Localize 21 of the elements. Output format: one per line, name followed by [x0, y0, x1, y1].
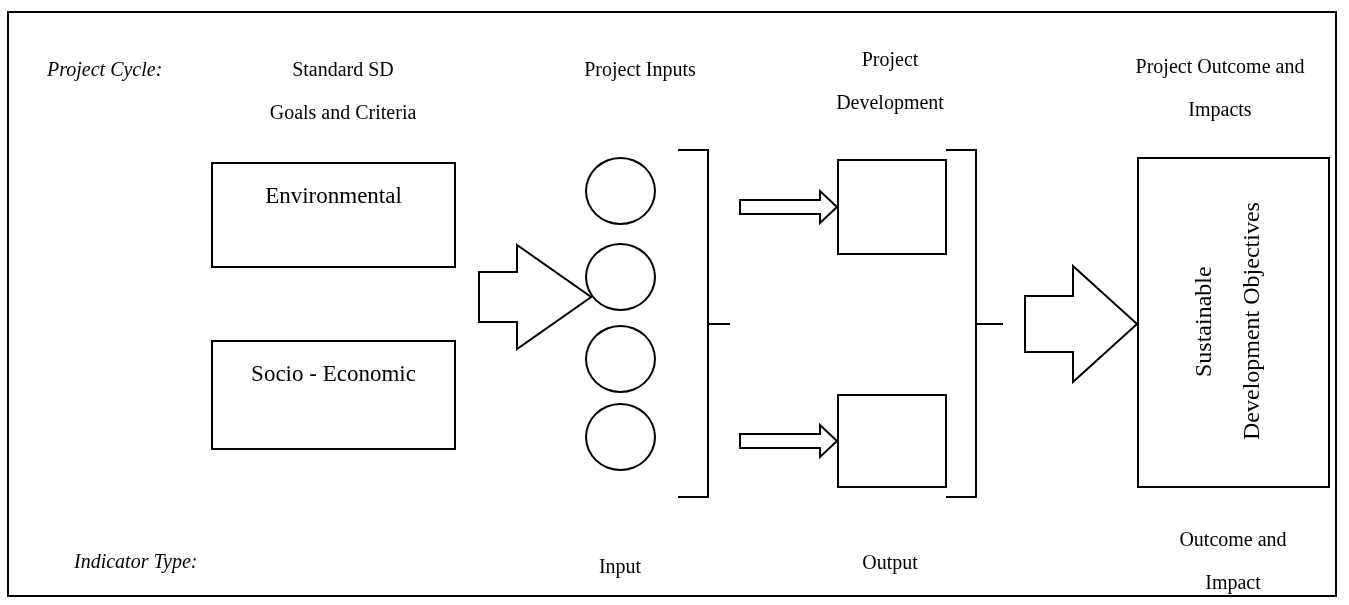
output-box [837, 394, 947, 488]
column-heading: Project Outcome and Impacts [1134, 54, 1306, 123]
column-heading: Project Development [835, 47, 945, 116]
indicator-label: Output [861, 550, 919, 576]
node-label: Sustainable Development Objectives [1189, 201, 1265, 443]
indicator-label: Outcome and Impact [1178, 527, 1288, 596]
indicator-label: Input [597, 554, 643, 580]
node-label: Environmental [264, 182, 403, 210]
process-box [1137, 157, 1330, 488]
block-arrow [739, 188, 839, 226]
process-box [211, 162, 456, 268]
row-heading: Indicator Type: [74, 549, 199, 575]
column-heading: Standard SD Goals and Criteria [268, 57, 418, 125]
block-arrow [739, 422, 839, 460]
column-heading: Project Inputs [583, 57, 697, 83]
block-arrow [1024, 263, 1139, 385]
output-box [837, 159, 947, 255]
row-heading: Project Cycle: [47, 57, 164, 83]
node-label: Socio - Economic [250, 360, 417, 388]
process-box [211, 340, 456, 450]
block-arrow [478, 243, 593, 351]
